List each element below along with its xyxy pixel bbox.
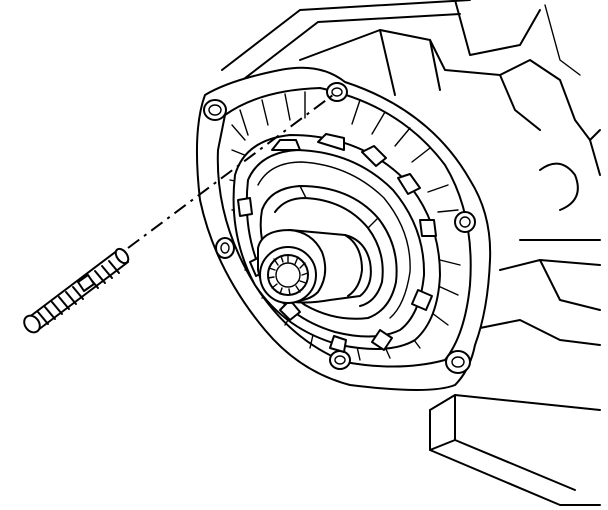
bolt-hole xyxy=(203,99,227,121)
shaft-spline xyxy=(259,246,317,304)
lower-bracket xyxy=(429,394,601,506)
bolt-hole xyxy=(329,350,351,370)
bolt-hole xyxy=(445,350,471,374)
bolt-hole xyxy=(215,237,235,259)
case-body xyxy=(221,0,601,346)
ring-tabs xyxy=(237,133,437,353)
bolt-hole xyxy=(326,82,348,102)
bolt-hole xyxy=(454,211,476,233)
threaded-stud xyxy=(23,247,130,334)
